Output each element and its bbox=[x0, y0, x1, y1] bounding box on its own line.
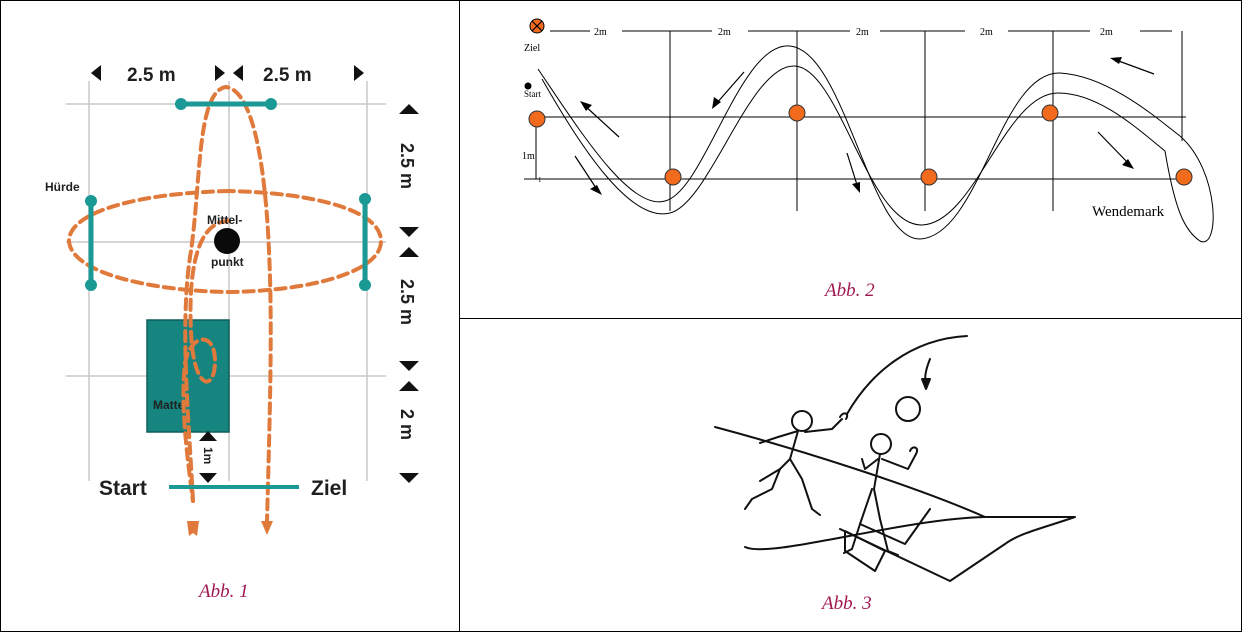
dim-right-2: 2.5 m bbox=[397, 279, 417, 325]
caption-abb-2: Abb. 2 bbox=[825, 280, 875, 301]
goal-marker bbox=[529, 18, 545, 34]
label-mat: Matte bbox=[153, 398, 185, 412]
cones bbox=[528, 104, 1193, 186]
hurdle-right bbox=[359, 193, 371, 291]
court-lines bbox=[714, 426, 1076, 582]
label-tick: 1 bbox=[538, 176, 542, 184]
caption-abb-1: Abb. 1 bbox=[199, 581, 249, 602]
dim-right-3: 2 m bbox=[397, 409, 417, 440]
figure-1-panel: 2.5 m 2.5 m 2.5 m 2.5 m 2 m Matte bbox=[0, 0, 461, 632]
thrower-figure bbox=[744, 410, 849, 516]
cone-5 bbox=[1175, 168, 1193, 186]
direction-arrows bbox=[574, 59, 1155, 192]
ball bbox=[895, 396, 921, 422]
cone-1 bbox=[664, 168, 682, 186]
cone-3 bbox=[920, 168, 938, 186]
slalom-diagram: 2m 2m 2m 2m 2m Ziel Start 1m 1 bbox=[522, 18, 1214, 243]
spacing-label-3: 2m bbox=[856, 27, 869, 38]
obstacle-course-diagram: 2.5 m 2.5 m 2.5 m 2.5 m 2 m Matte bbox=[45, 65, 419, 536]
center-point bbox=[214, 228, 240, 254]
running-path bbox=[66, 84, 384, 523]
hurdle-top bbox=[175, 98, 277, 110]
cone-4 bbox=[1041, 104, 1059, 122]
label-start: Start bbox=[524, 89, 541, 99]
running-curves bbox=[537, 45, 1214, 243]
label-1m: 1m bbox=[522, 151, 535, 162]
cone-start bbox=[528, 110, 546, 128]
spacing-label-4: 2m bbox=[980, 27, 993, 38]
one-meter-marker bbox=[199, 431, 217, 483]
dim-top-left: 2.5 m bbox=[127, 65, 176, 86]
path-end-arrows bbox=[187, 521, 273, 536]
arrow-heads bbox=[580, 57, 1134, 195]
spacing-label-5: 2m bbox=[1100, 27, 1113, 38]
right-dimension-arrows bbox=[399, 104, 419, 483]
label-start: Start bbox=[99, 477, 147, 500]
label-center-2: punkt bbox=[211, 255, 244, 269]
dim-right-1: 2.5 m bbox=[397, 143, 417, 189]
label-goal: Ziel bbox=[524, 43, 540, 54]
ball-trajectory bbox=[846, 335, 968, 415]
figure-2-panel: 2m 2m 2m 2m 2m Ziel Start 1m 1 bbox=[459, 0, 1242, 320]
label-1m: 1m bbox=[201, 447, 215, 464]
label-hurdle: Hürde bbox=[45, 180, 80, 194]
label-turn-mark: Wendemark bbox=[1092, 204, 1165, 220]
cone-2 bbox=[788, 104, 806, 122]
caption-abb-3: Abb. 3 bbox=[822, 593, 872, 614]
catcher-figure bbox=[843, 433, 919, 556]
hurdle-left bbox=[85, 195, 97, 291]
spacing-label-2: 2m bbox=[718, 27, 731, 38]
label-center-1: Mittel- bbox=[207, 213, 242, 227]
dim-top-right: 2.5 m bbox=[263, 65, 312, 86]
throwing-illustration bbox=[714, 335, 1076, 582]
label-goal: Ziel bbox=[311, 477, 347, 500]
spacing-label-1: 2m bbox=[594, 27, 607, 38]
spacing-labels: 2m 2m 2m 2m 2m bbox=[594, 27, 1113, 38]
start-point bbox=[524, 82, 532, 90]
figure-3-panel: Abb. 3 bbox=[459, 318, 1242, 632]
top-dimension-arrows bbox=[91, 65, 364, 81]
